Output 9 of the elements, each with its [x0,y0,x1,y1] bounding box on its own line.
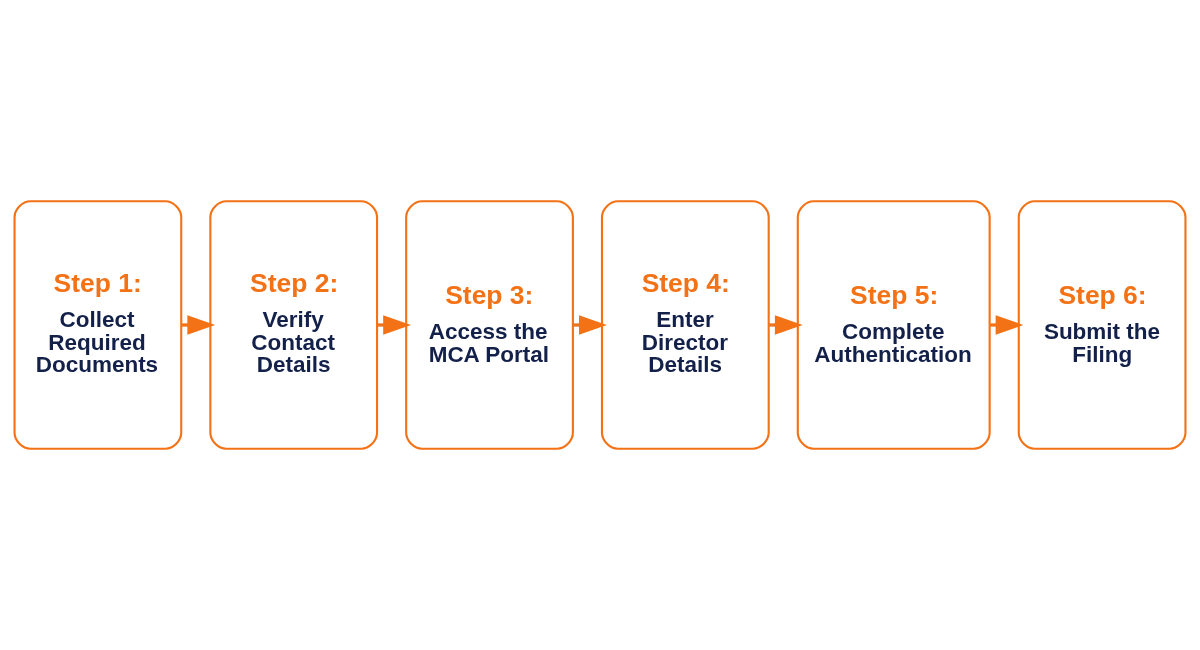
node-box: Step 5: Complete Authentication [796,200,991,450]
arrow [769,315,803,335]
arrow [573,315,607,335]
node-box: Step 1: Collect Required Documents [13,200,183,450]
arrow [990,315,1024,335]
node-box: Step 6: Submit the Filing [1017,200,1187,450]
node-box: Step 4: Enter Director Details [600,200,770,450]
node-box: Step 3: Access the MCA Portal [405,200,574,450]
node-box: Step 2: Verify Contact Details [209,200,379,450]
